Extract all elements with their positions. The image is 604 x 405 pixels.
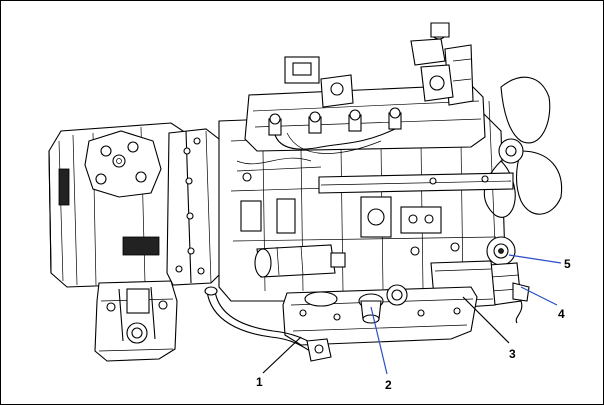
- flywheel-housing: [166, 128, 224, 286]
- callout-4-leader: [520, 286, 558, 306]
- callout-3-label: 3: [509, 347, 516, 361]
- engine-details: [236, 157, 460, 256]
- callout-1-leader: [262, 336, 302, 374]
- callout-2-leader: [370, 306, 388, 375]
- callout-2-label: 2: [385, 378, 392, 392]
- oil-pan: [282, 284, 478, 346]
- callout-5-label: 5: [564, 257, 571, 271]
- generator-housing: [48, 122, 192, 288]
- callout-5-leader: [508, 254, 562, 264]
- callout-3-leader: [462, 296, 510, 344]
- generator-mount: [94, 280, 178, 362]
- drain-plug: [358, 293, 384, 324]
- fuel-injectors: [268, 107, 402, 136]
- coolant-hose: [204, 286, 332, 362]
- callout-4-label: 4: [558, 307, 565, 321]
- frame-rail: [318, 172, 514, 194]
- callout-1-label: 1: [256, 375, 263, 389]
- alternator: [486, 236, 530, 324]
- starter-motor: [254, 244, 346, 278]
- top-fittings: [284, 22, 474, 108]
